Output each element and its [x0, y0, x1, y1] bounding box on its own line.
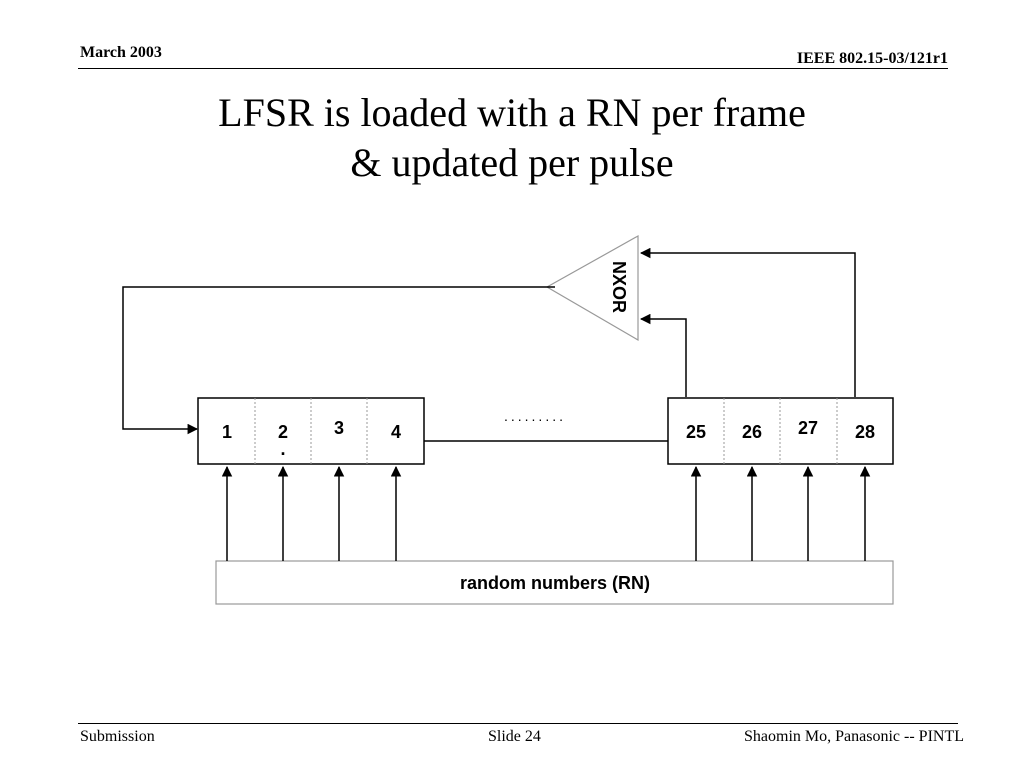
nxor-gate-label: NXOR	[609, 261, 629, 313]
register-cell-3: 3	[334, 418, 344, 438]
random-numbers-box: random numbers (RN)	[215, 560, 894, 605]
footer-author: Shaomin Mo, Panasonic -- PINTL	[744, 728, 964, 745]
load-arrows	[221, 465, 871, 561]
register-cell-25: 25	[686, 422, 706, 442]
register-cell-2: 2	[278, 422, 288, 442]
register-cell-2-mark: .	[280, 439, 285, 459]
feedback-line	[122, 286, 555, 435]
register-cell-27: 27	[798, 418, 818, 438]
slide-title-line2: & updated per pulse	[350, 140, 674, 185]
register-cell-26: 26	[742, 422, 762, 442]
register-cell-1: 1	[222, 422, 232, 442]
slide-title: LFSR is loaded with a RN per frame & upd…	[0, 88, 1024, 188]
footer-rule	[78, 723, 958, 724]
header-doc-id: IEEE 802.15-03/121r1	[796, 50, 948, 67]
header-rule	[78, 68, 948, 69]
header-date: March 2003	[80, 44, 162, 61]
left-register: 1 2 . 3 4	[197, 397, 425, 465]
footer-submission: Submission	[80, 728, 155, 745]
footer-slide-number: Slide 24	[488, 728, 541, 745]
tap-28-line	[639, 247, 856, 397]
right-register: 25 26 27 28	[667, 397, 894, 465]
nxor-gate: NXOR	[545, 234, 639, 342]
register-cell-28: 28	[855, 422, 875, 442]
register-ellipsis: .........	[504, 408, 566, 424]
random-numbers-label: random numbers (RN)	[460, 573, 650, 593]
slide-title-line1: LFSR is loaded with a RN per frame	[218, 90, 806, 135]
register-cell-4: 4	[391, 422, 401, 442]
tap-25-line	[639, 313, 687, 397]
